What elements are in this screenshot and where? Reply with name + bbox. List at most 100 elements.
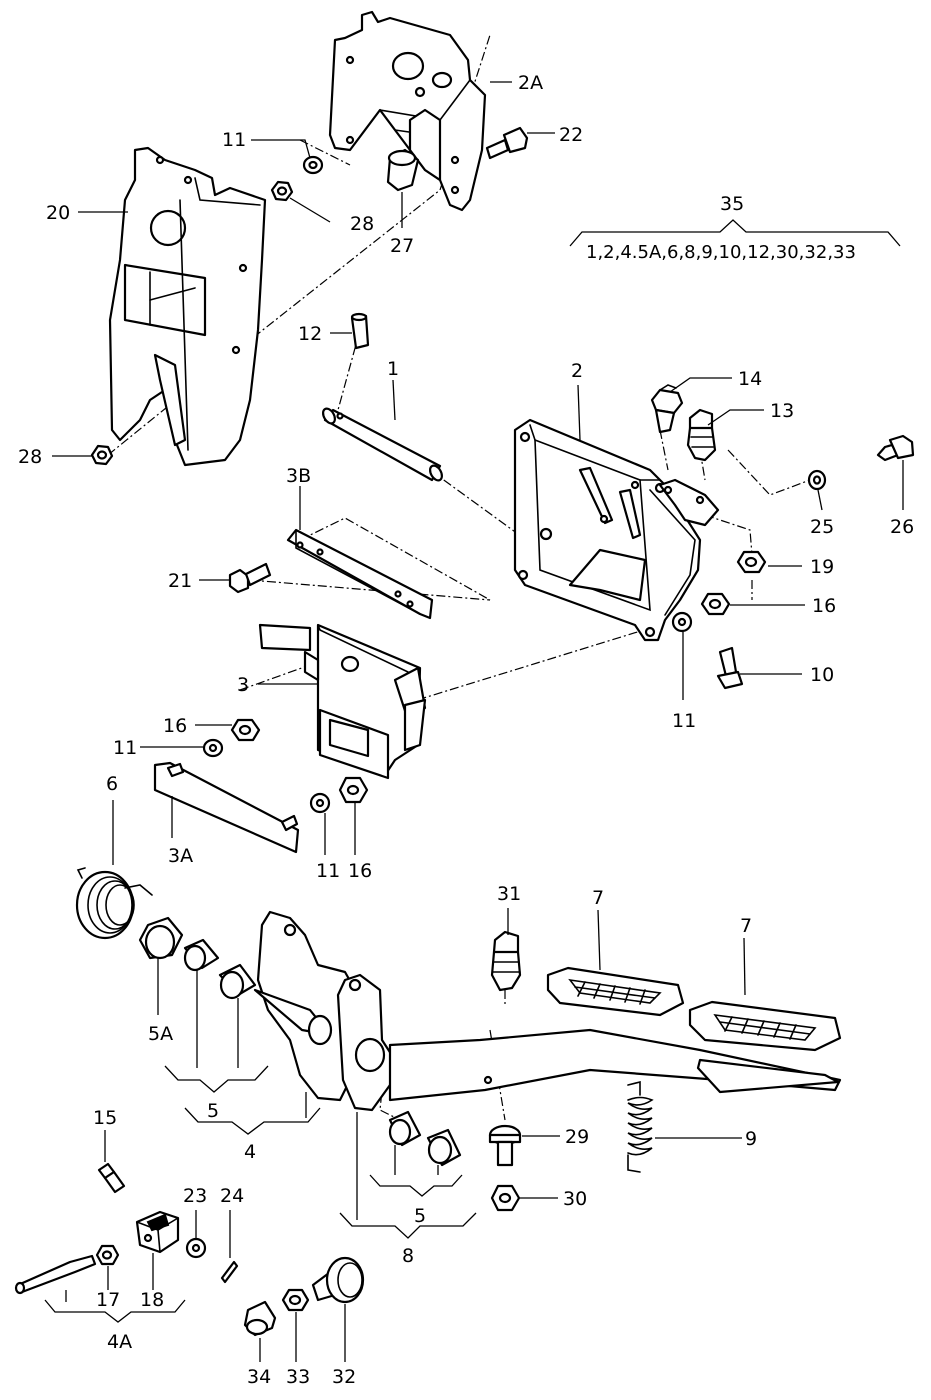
callout-6: 6: [106, 773, 118, 795]
callout-21: 21: [168, 570, 192, 592]
push-rod-4A: [14, 1254, 97, 1295]
callout-3A: 3A: [168, 845, 193, 867]
callout-12: 12: [298, 323, 322, 345]
callout-28-upper: 28: [350, 213, 374, 235]
callout-labels: 2A 22 11 28 27 20 35 1,2,4.5A,6,8,9,10,1…: [18, 72, 914, 1388]
pin-12: [350, 312, 370, 350]
clevis-block-18: [135, 1210, 180, 1254]
switch-31: [490, 930, 522, 992]
extension-spring-9: [627, 1080, 654, 1173]
nut-17: [95, 1244, 120, 1266]
screw-15: [97, 1162, 126, 1194]
washer-11-lower: [309, 792, 331, 814]
module-3: [258, 623, 427, 780]
callout-11-mid: 11: [113, 737, 137, 759]
callout-27: 27: [390, 235, 414, 257]
bushing-5-left-b: [218, 963, 257, 1000]
bumper-stop-32: [311, 1256, 365, 1304]
callout-3: 3: [237, 674, 249, 696]
callout-5-left: 5: [207, 1100, 219, 1122]
callout-30: 30: [563, 1188, 587, 1210]
callout-24: 24: [220, 1185, 244, 1207]
callout-11-right: 11: [672, 710, 696, 732]
callout-13: 13: [770, 400, 794, 422]
callout-29: 29: [565, 1126, 589, 1148]
switch-14: [650, 384, 684, 434]
washer-11-right: [671, 611, 693, 633]
callout-7-left: 7: [592, 887, 604, 909]
callout-26: 26: [890, 516, 914, 538]
rubber-stop-27: [386, 148, 420, 192]
nut-28-upper: [270, 180, 294, 202]
bushing-5-left-a: [183, 938, 220, 972]
callout-23: 23: [183, 1185, 207, 1207]
nut-30: [490, 1184, 521, 1212]
callout-31: 31: [497, 883, 521, 905]
nut-16-mid: [230, 718, 261, 742]
callout-17: 17: [96, 1289, 120, 1311]
callout-34: 34: [247, 1366, 271, 1388]
pedal-pad-7-left: [546, 966, 685, 1017]
pedal-arm-8: [336, 973, 842, 1112]
bushing-5A: [138, 916, 184, 960]
callout-2A: 2A: [518, 72, 543, 94]
callout-1: 1: [387, 358, 399, 380]
callout-14: 14: [738, 368, 762, 390]
screw-10: [716, 646, 744, 690]
callout-2: 2: [571, 360, 583, 382]
bushing-5-right-b: [426, 1128, 462, 1167]
callout-16-lower: 16: [348, 860, 372, 882]
callout-35-includes: 1,2,4.5A,6,8,9,10,12,30,32,33: [586, 242, 856, 263]
clip-24: [220, 1260, 239, 1284]
bushing-34: [243, 1300, 277, 1337]
washer-11-upper: [302, 155, 324, 175]
callout-4A: 4A: [107, 1331, 132, 1353]
angle-strip-3B: [286, 528, 434, 620]
washer-25: [807, 469, 827, 491]
bushing-5-right-a: [388, 1110, 422, 1147]
bolt-21: [228, 562, 272, 594]
callout-28-lower: 28: [18, 446, 42, 468]
callout-7-right: 7: [740, 915, 752, 937]
callout-20: 20: [46, 202, 70, 224]
nut-16-right: [700, 592, 731, 616]
nut-19: [736, 550, 767, 574]
callout-5-right: 5: [414, 1205, 426, 1227]
callout-35: 35: [720, 193, 744, 215]
callout-11-upper: 11: [222, 129, 246, 151]
callout-33: 33: [286, 1366, 310, 1388]
callout-5A: 5A: [148, 1023, 173, 1045]
callout-15: 15: [93, 1107, 117, 1129]
stop-screw-29: [488, 1124, 522, 1167]
nut-16-lower: [338, 776, 369, 804]
washer-23: [185, 1237, 207, 1259]
callout-19: 19: [810, 556, 834, 578]
bracket-2A: [328, 10, 487, 212]
callout-16-right: 16: [812, 595, 836, 617]
callout-32: 32: [332, 1366, 356, 1388]
grouping-braces: [44, 219, 901, 1323]
callout-18: 18: [140, 1289, 164, 1311]
callout-25: 25: [810, 516, 834, 538]
callout-16-mid: 16: [163, 715, 187, 737]
switch-13: [686, 408, 717, 462]
cover-plate-20: [108, 146, 267, 467]
callout-9: 9: [745, 1128, 757, 1150]
callout-10: 10: [810, 664, 834, 686]
washer-11-mid: [202, 738, 224, 758]
strip-3A: [153, 761, 300, 854]
nut-28-lower: [90, 444, 114, 466]
pedal-pad-7-right: [688, 1000, 842, 1052]
leader-lines: [52, 81, 904, 1362]
bracket-housing-2: [513, 418, 720, 642]
shaft-1: [322, 407, 443, 482]
nut-33: [281, 1288, 310, 1312]
callout-8: 8: [402, 1245, 414, 1267]
torsion-spring-6: [75, 867, 153, 940]
callout-4: 4: [244, 1141, 256, 1163]
callout-22: 22: [559, 124, 583, 146]
callout-11-lower: 11: [316, 860, 340, 882]
callout-3B: 3B: [286, 465, 311, 487]
bolt-26: [876, 434, 915, 462]
